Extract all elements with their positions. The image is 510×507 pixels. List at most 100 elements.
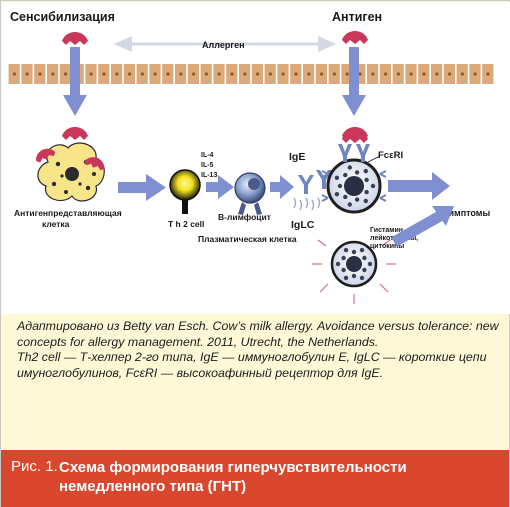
figure-title: Схема формирования гиперчувствительности… — [59, 459, 407, 495]
epithelial-nucleus — [345, 72, 349, 76]
iglc-light-chains-icon — [293, 197, 321, 211]
label-iglc: IgLC — [291, 219, 315, 231]
epithelial-nucleus — [25, 72, 29, 76]
antigen-mid-left-icon — [62, 127, 88, 140]
mast-granule — [337, 183, 343, 189]
figure-title-bar: Рис. 1. Схема формирования гиперчувствит… — [1, 450, 509, 507]
arrow-th2-to-bcell — [206, 175, 234, 199]
antigen-presenting-cell — [37, 142, 105, 202]
epithelial-nucleus — [115, 72, 119, 76]
antigen-on-mast-icon — [342, 130, 368, 143]
label-symptoms: Симптомы — [442, 208, 490, 218]
mast-granule — [347, 202, 352, 207]
epithelial-nucleus — [307, 72, 311, 76]
degranulating-mast-cell — [330, 240, 378, 288]
epithelial-nucleus — [204, 72, 208, 76]
label-il4: IL-4 — [201, 152, 214, 159]
label-mediators-line3: цитокины — [370, 243, 404, 250]
antigen-apc-left-icon — [36, 148, 56, 163]
epithelial-nucleus — [12, 72, 16, 76]
epithelial-nucleus — [281, 72, 285, 76]
epithelial-nucleus — [192, 72, 196, 76]
epithelial-nucleus — [435, 72, 439, 76]
label-apc-line1: Антигенпредставляющая — [14, 208, 122, 218]
epithelial-nucleus — [243, 72, 247, 76]
arrow-mast-to-symptoms — [388, 172, 450, 200]
b-lymphocyte — [234, 172, 266, 215]
epithelial-nucleus — [332, 72, 336, 76]
mast-granule — [343, 275, 349, 281]
epithelial-nucleus — [166, 72, 170, 76]
mast-granule — [341, 255, 346, 261]
diagram-svg: Сенсибилизация Антиген Аллерген — [8, 10, 494, 304]
epithelial-nucleus — [486, 72, 490, 76]
figure-number: Рис. 1. — [11, 458, 58, 475]
mast-granule — [343, 172, 348, 178]
mast-granule — [351, 249, 357, 255]
label-mediators-line1: Гистамин, — [370, 227, 405, 234]
mast-granule — [364, 177, 369, 183]
mast-granule — [341, 267, 346, 273]
epithelial-nucleus — [64, 72, 68, 76]
mast-granule — [334, 192, 340, 197]
degranulation-rays — [312, 239, 396, 304]
epithelial-nucleus — [256, 72, 260, 76]
label-antigen: Антиген — [332, 10, 382, 24]
label-th2: T h 2 cell — [168, 219, 204, 229]
epithelial-nucleus — [473, 72, 477, 76]
arrow-apc-to-th2 — [118, 174, 166, 201]
fceri-receptor-icons — [338, 144, 370, 162]
epithelial-nucleus — [294, 72, 298, 76]
mast-granules — [335, 247, 373, 281]
mast-granule — [334, 175, 340, 180]
allergen-double-arrow — [114, 36, 336, 52]
label-plasma-cell: Плазматическая клетка — [198, 234, 297, 244]
epithelial-nucleus — [371, 72, 375, 76]
caption-text: Адаптировано из Betty van Esch. Cow’s mi… — [17, 319, 499, 381]
antigen-top-right-icon — [342, 31, 368, 44]
epithelial-nucleus — [89, 72, 93, 76]
arrow-down-left — [63, 47, 87, 116]
epithelial-nucleus — [140, 72, 144, 76]
epithelial-nucleus — [153, 72, 157, 76]
antigen-apc-right-icon — [84, 157, 105, 171]
mast-granule — [335, 261, 341, 267]
antigen-top-left-icon — [62, 32, 88, 45]
caption-abbreviations: Th2 cell — Т-хелпер 2-го типа, IgE — имм… — [17, 350, 487, 380]
mast-granule — [343, 194, 348, 200]
label-b-cell: В-лимфоцит — [218, 212, 271, 222]
mast-granule — [367, 261, 373, 267]
mast-granule — [347, 165, 352, 170]
allergy-diagram: Сенсибилизация Антиген Аллерген — [2, 2, 510, 314]
caption-source: Адаптировано из Betty van Esch. Cow’s mi… — [17, 319, 499, 349]
mast-granule — [359, 247, 365, 253]
label-fceri: FcεRI — [378, 150, 403, 161]
mast-granule — [354, 170, 360, 175]
fceri-pointer — [367, 155, 381, 163]
epithelial-nucleus — [268, 72, 272, 76]
epithelial-nucleus — [396, 72, 400, 76]
mast-granule — [354, 197, 360, 202]
label-ige: IgE — [289, 151, 305, 163]
mast-granule — [343, 247, 349, 253]
epithelial-nucleus — [230, 72, 234, 76]
th2-cell — [169, 169, 201, 214]
arrow-bcell-to-ige — [270, 175, 294, 199]
epithelial-nucleus — [102, 72, 106, 76]
mast-granule — [359, 275, 365, 281]
mast-granule — [363, 198, 368, 204]
epithelium-layer — [8, 64, 494, 84]
label-il5: IL-5 — [201, 162, 214, 169]
epithelial-nucleus — [217, 72, 221, 76]
mast-granule — [351, 273, 357, 279]
label-sensitization: Сенсибилизация — [10, 10, 115, 24]
epithelial-nucleus — [51, 72, 55, 76]
mast-granule — [370, 183, 376, 189]
epithelial-nucleus — [422, 72, 426, 76]
mast-granule — [362, 255, 367, 261]
arrow-down-right — [342, 47, 366, 116]
label-allergen: Аллерген — [202, 40, 245, 50]
epithelial-nucleus — [448, 72, 452, 76]
mast-cell-receptors — [321, 170, 387, 202]
